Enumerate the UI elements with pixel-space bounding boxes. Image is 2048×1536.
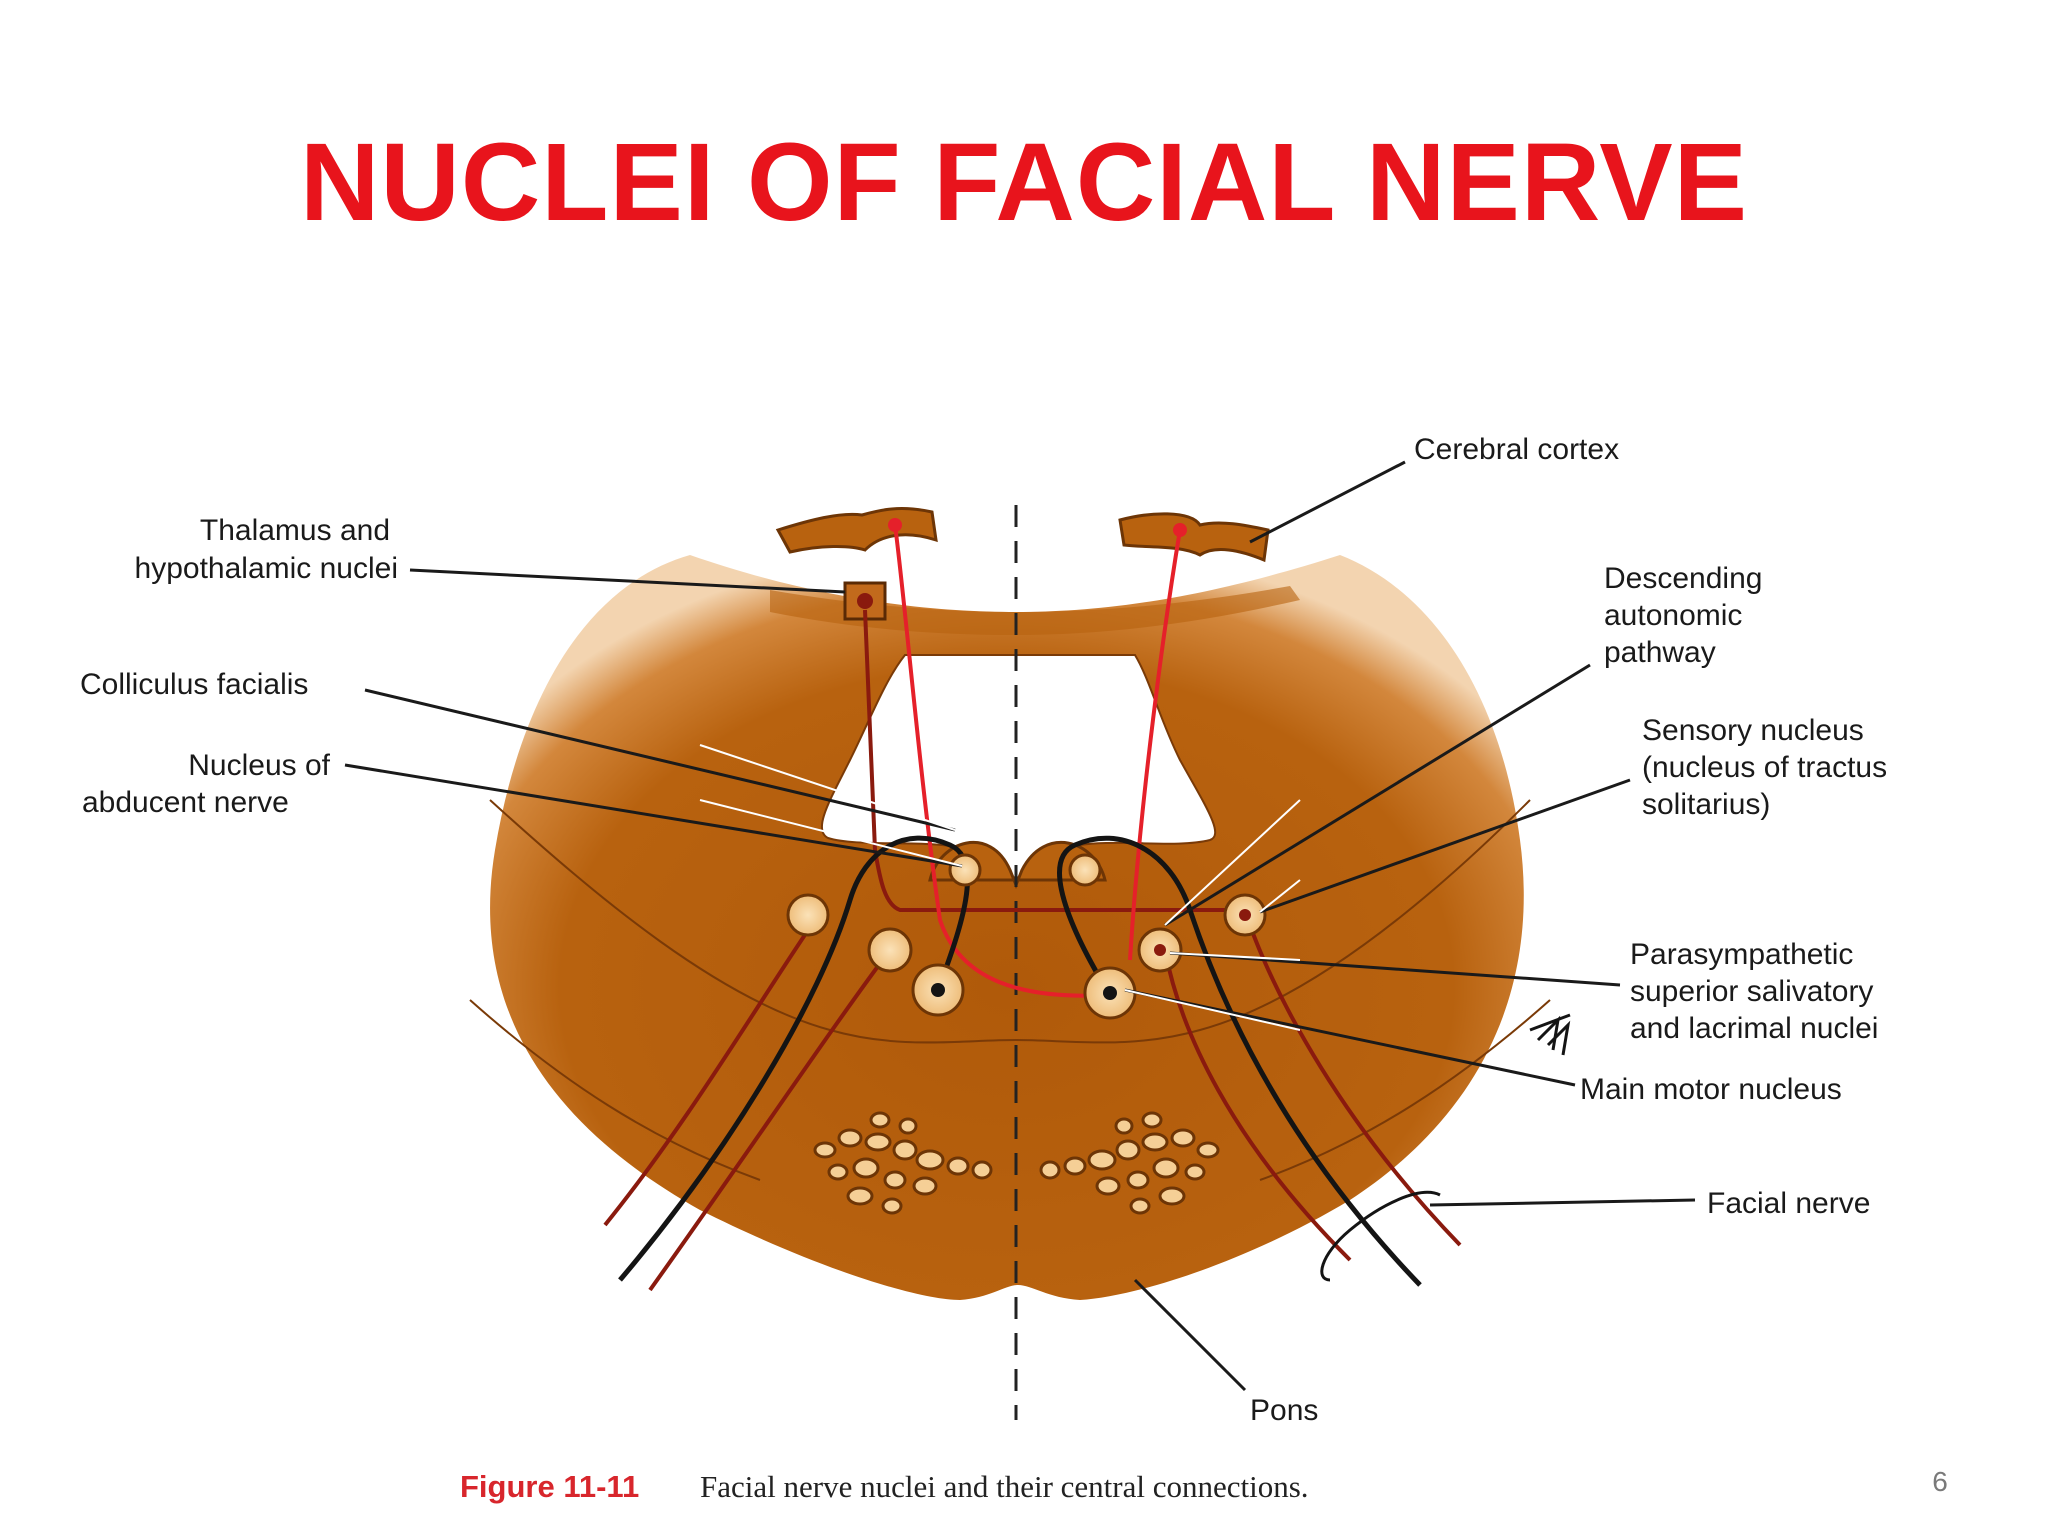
cerebral-cortex-left — [775, 507, 938, 554]
label-sensory-line-3: solitarius) — [1642, 788, 1770, 821]
label-parasympathetic-line-1: Parasympathetic — [1630, 938, 1853, 971]
facial-nerve-loop — [1320, 1190, 1441, 1282]
caption-text: Facial nerve nuclei and their central co… — [700, 1469, 1309, 1504]
cortex-cell-right — [1173, 523, 1187, 537]
label-abducent-line-2: abducent nerve — [82, 786, 289, 819]
label-parasympathetic-line-2: superior salivatory — [1630, 975, 1873, 1008]
nucleus-centres-dark-red — [1154, 909, 1251, 956]
thalamus-cell — [857, 593, 873, 609]
label-descending-line-2: autonomic — [1604, 599, 1742, 632]
nuclei — [786, 853, 1267, 1020]
label-sensory-line-2: (nucleus of tractus — [1642, 751, 1887, 784]
label-main-motor: Main motor nucleus — [1580, 1073, 1842, 1106]
label-parasympathetic-line-3: and lacrimal nuclei — [1630, 1012, 1878, 1045]
motor-fibers — [618, 835, 1422, 1287]
label-colliculus: Colliculus facialis — [80, 668, 308, 701]
pontine-nuclei-left — [813, 1111, 993, 1215]
caption-figure-number: Figure 11-11 — [460, 1469, 639, 1504]
page-number: 6 — [1932, 1466, 1948, 1497]
nerve-rootlets — [1529, 1013, 1571, 1056]
pons-body — [490, 555, 1524, 1300]
leader-lines — [344, 460, 1696, 1392]
sensory-nucleus-left — [786, 893, 830, 937]
slide-title: NUCLEI OF FACIAL NERVE — [299, 121, 1749, 244]
pontine-contour-right-2 — [1259, 999, 1551, 1181]
abducent-nucleus-right — [1068, 853, 1102, 887]
label-thalamus-line-2: hypothalamic nuclei — [135, 552, 398, 585]
label-thalamus-line-1: Thalamus and — [200, 514, 390, 547]
label-descending-line-3: pathway — [1604, 636, 1716, 669]
pontine-contour-left — [489, 799, 1017, 1044]
label-facial-nerve: Facial nerve — [1707, 1187, 1870, 1220]
leader-lines-white — [699, 744, 1301, 1031]
label-descending-line-1: Descending — [1604, 562, 1762, 595]
abducent-nucleus-left — [948, 853, 982, 887]
corticonuclear-tracts — [893, 524, 1182, 998]
nucleus-centres — [931, 983, 1117, 1000]
cortex-cell-left — [888, 518, 902, 532]
parasympathetic-nucleus-left — [867, 927, 913, 973]
cerebral-cortex-right — [1118, 512, 1270, 563]
label-abducent-line-1: Nucleus of — [188, 749, 330, 782]
label-sensory-line-1: Sensory nucleus — [1642, 714, 1864, 747]
pontine-contour-left-2 — [469, 999, 761, 1181]
label-pons: Pons — [1250, 1394, 1318, 1427]
pontine-nuclei-right — [1039, 1111, 1220, 1215]
label-cerebral-cortex: Cerebral cortex — [1414, 433, 1619, 466]
